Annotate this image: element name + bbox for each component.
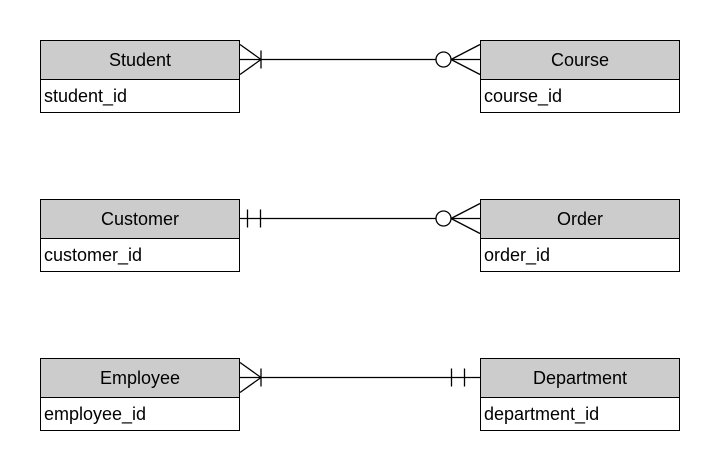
- entity-course: Course course_id: [480, 40, 680, 113]
- relationship-employee-department: [239, 361, 480, 394]
- zero-or-many-marker: [435, 43, 481, 76]
- entity-title: Employee: [41, 359, 239, 398]
- entity-student: Student student_id: [40, 40, 240, 113]
- entity-department: Department department_id: [480, 358, 680, 431]
- entity-title: Course: [481, 41, 679, 80]
- one-or-many-marker: [239, 361, 262, 394]
- one-and-only-one-marker: [246, 209, 262, 228]
- relationship-customer-order: [240, 202, 481, 235]
- entity-order: Order order_id: [480, 199, 680, 272]
- entity-attribute: employee_id: [41, 398, 239, 430]
- one-and-only-one-marker: [450, 368, 466, 387]
- entity-customer: Customer customer_id: [40, 199, 240, 272]
- relationship-student-course: [239, 43, 481, 76]
- entity-attribute: student_id: [41, 80, 239, 112]
- entity-attribute: course_id: [481, 80, 679, 112]
- entity-employee: Employee employee_id: [40, 358, 240, 431]
- entity-title: Customer: [41, 200, 239, 239]
- entity-attribute: department_id: [481, 398, 679, 430]
- entity-attribute: customer_id: [41, 239, 239, 271]
- zero-or-many-marker: [435, 202, 481, 235]
- entity-title: Student: [41, 41, 239, 80]
- entity-title: Department: [481, 359, 679, 398]
- one-or-many-marker: [239, 43, 262, 76]
- entity-title: Order: [481, 200, 679, 239]
- entity-attribute: order_id: [481, 239, 679, 271]
